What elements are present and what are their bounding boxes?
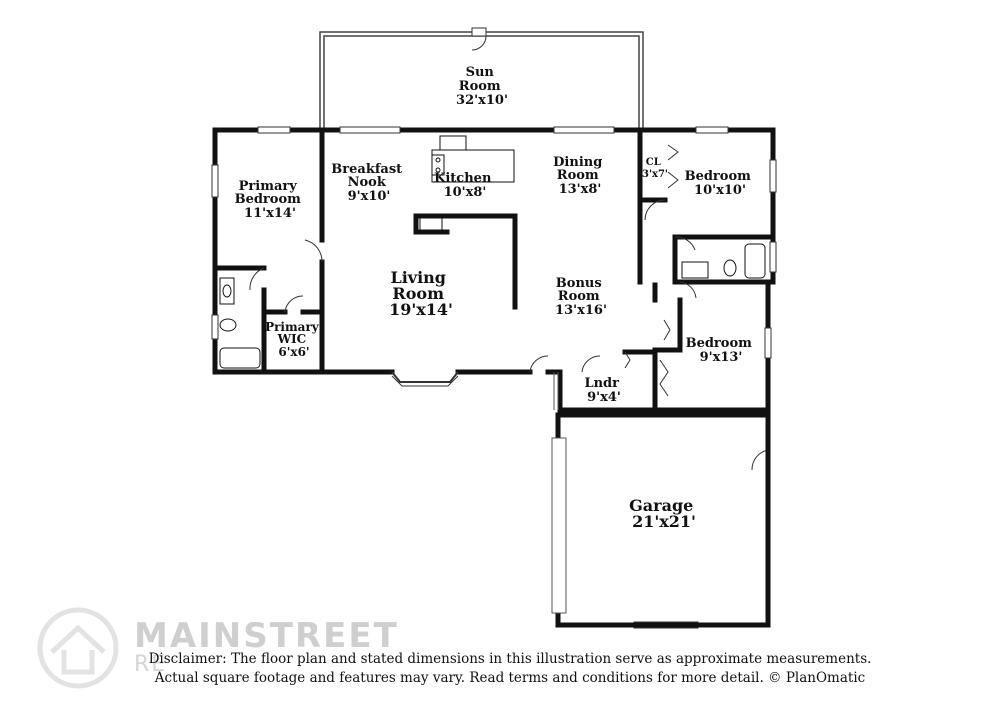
bedroom-2-dim: 9'x13' [700,350,743,365]
bedroom-2-label: Bedroom 9'x13' [686,336,757,365]
door-swings [249,144,769,471]
sun-room-walls [319,27,644,128]
kitchen-fixtures [419,135,515,231]
living-room-name-1: Living [390,268,446,287]
watermark-logo: MAINSTREET RE [30,600,397,700]
laundry-dim: 9'x4' [587,390,621,405]
main-walls [212,127,776,413]
breakfast-nook-name-2: Nook [348,175,387,190]
sun-room-door-swing [471,35,487,51]
primary-wic-label: Primary WIC 6'x6' [265,320,323,359]
garage-walls [551,372,771,628]
bedroom-1-name: Bedroom [685,169,752,184]
watermark-text: MAINSTREET [134,616,399,656]
closet-name: CL [646,157,661,168]
breakfast-nook-label: Breakfast Nook 9'x10' [331,162,406,204]
kitchen-dim: 10'x8' [444,185,487,200]
living-room-label: Living Room 19'x14' [389,268,453,319]
sun-room-name-2: Room [459,79,501,94]
bay-window [391,371,459,387]
kitchen-label: Kitchen 10'x8' [434,171,496,200]
laundry-label: Lndr 9'x4' [584,376,623,405]
bedroom-1-label: Bedroom 10'x10' [685,169,756,198]
dining-room-name-1: Dining [553,155,602,170]
dining-room-dim: 13'x8' [559,182,602,197]
disclaimer: Disclaimer: The floor plan and stated di… [140,650,880,688]
living-room-dim: 19'x14' [389,300,453,319]
living-room-name-2: Room [392,284,444,303]
disclaimer-line-1: Disclaimer: The floor plan and stated di… [148,651,872,667]
sun-room-dim: 32'x10' [456,93,508,108]
garage-door [551,437,567,614]
bonus-room-name-2: Room [558,289,600,304]
bonus-room-name-1: Bonus [556,276,602,291]
primary-bedroom-label: Primary Bedroom 11'x14' [235,179,306,221]
breakfast-nook-name-1: Breakfast [331,162,402,177]
closet-label: CL 3'x7' [642,157,668,180]
primary-bedroom-name-1: Primary [239,179,298,194]
breakfast-nook-dim: 9'x10' [348,189,391,204]
garage-dim: 21'x21' [632,512,696,531]
sun-room-door [471,27,487,37]
primary-bedroom-dim: 11'x14' [244,206,296,221]
watermark-house-icon [37,607,119,689]
closet-dim: 3'x7' [642,169,668,180]
bath-fixtures [219,243,766,369]
sun-room-name-1: Sun [466,65,495,80]
bonus-room-dim: 13'x16' [555,303,607,318]
bonus-room-label: Bonus Room 13'x16' [555,276,607,318]
primary-wic-name-1: Primary [265,320,320,334]
garage-name: Garage [629,496,693,515]
sun-room-label: Sun Room 32'x10' [456,65,508,108]
watermark-text-2: RE [134,652,168,677]
bedroom-2-name: Bedroom [686,336,753,351]
primary-bedroom-name-2: Bedroom [235,192,302,207]
primary-wic-name-2: WIC [277,332,307,346]
bedroom-1-dim: 10'x10' [694,183,746,198]
dining-room-label: Dining Room 13'x8' [553,155,607,197]
garage-label: Garage 21'x21' [629,496,699,531]
laundry-name: Lndr [584,376,619,391]
disclaimer-line-2: Actual square footage and features may v… [154,670,866,686]
kitchen-name: Kitchen [434,171,492,186]
primary-wic-dim: 6'x6' [278,345,309,359]
dining-room-name-2: Room [557,168,599,183]
